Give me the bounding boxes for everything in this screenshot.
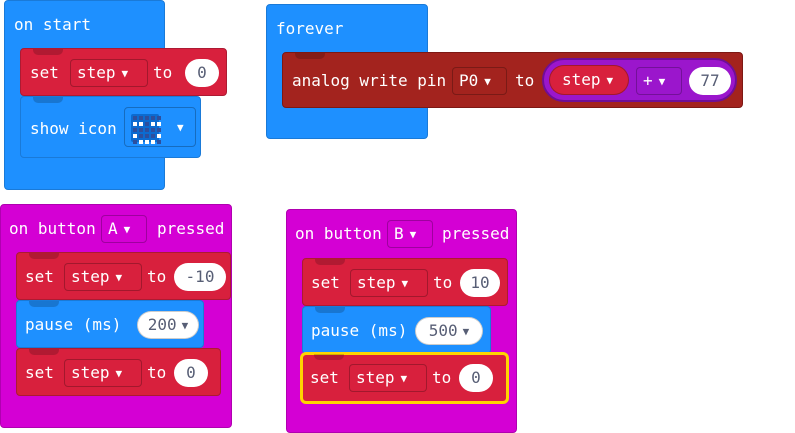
set-variable-block[interactable]: set step ▼ to 0 [16,348,221,396]
value-input[interactable]: 0 [185,59,219,87]
pause-label: pause (ms) [25,315,122,334]
variable-name: step [77,63,116,82]
button-name: A [108,219,118,238]
variable-dropdown[interactable]: step ▼ [349,364,427,392]
chevron-down-icon: ▼ [409,228,417,241]
step-variable-reporter[interactable]: step ▼ [549,65,629,95]
pin-name: P0 [459,71,479,90]
duration-value: 500 [428,321,458,340]
to-keyword: to [432,368,452,387]
pause-block[interactable]: pause (ms) 200 ▼ [16,300,204,348]
pause-duration-dropdown[interactable]: 200 ▼ [137,311,199,339]
variable-dropdown[interactable]: step ▼ [64,359,142,387]
to-keyword: to [433,273,453,292]
variable-name: step [356,368,395,387]
set-keyword: set [25,267,54,286]
forever-label: forever [276,19,344,38]
happy-face-icon [131,114,161,144]
variable-name: step [357,273,396,292]
chevron-down-icon: ▼ [123,223,131,236]
variable-name: step [71,267,110,286]
chevron-down-icon: ▼ [181,319,189,332]
value-input[interactable]: 0 [174,359,208,387]
operator-symbol: + [643,71,653,90]
analog-write-pin-label: analog write pin [292,71,447,90]
button-name: B [394,224,404,243]
math-operation-block[interactable]: step▼ +▼ 77 [542,58,737,102]
to-keyword: to [153,63,173,82]
chevron-down-icon: ▼ [462,325,470,338]
on-start-label: on start [14,15,92,34]
set-keyword: set [25,363,54,382]
variable-dropdown[interactable]: step ▼ [350,269,428,297]
operand-input[interactable]: 77 [689,67,731,95]
chevron-down-icon: ▼ [121,67,129,80]
set-keyword: set [30,63,59,82]
pin-dropdown[interactable]: P0 ▼ [452,67,507,95]
set-variable-block[interactable]: set step ▼ to 0 [20,48,227,96]
show-icon-label: show icon [30,119,117,138]
value-input[interactable]: -10 [174,263,226,291]
pause-block[interactable]: pause (ms) 500 ▼ [302,306,491,354]
operator-dropdown[interactable]: +▼ [636,67,682,95]
to-keyword: to [147,267,167,286]
on-button-label: on button [9,219,96,238]
variable-dropdown[interactable]: step ▼ [70,59,148,87]
pressed-label: pressed [157,219,225,238]
set-keyword: set [311,273,340,292]
on-button-label: on button [295,224,382,243]
chevron-down-icon: ▼ [400,372,408,385]
value-input[interactable]: 0 [459,364,493,392]
to-keyword: to [147,363,167,382]
pressed-label: pressed [442,224,510,243]
chevron-down-icon: ▼ [658,75,666,88]
chevron-down-icon: ▼ [115,367,123,380]
variable-name: step [71,363,110,382]
set-variable-block[interactable]: set step ▼ to 10 [302,258,508,306]
duration-value: 200 [147,315,177,334]
analog-write-pin-block[interactable]: analog write pin P0▼ to step▼ +▼ 77 [282,52,743,108]
pause-duration-dropdown[interactable]: 500 ▼ [415,317,483,345]
variable-name: step [562,70,601,89]
chevron-down-icon: ▼ [401,277,409,290]
button-dropdown[interactable]: A▼ [101,215,147,243]
set-variable-block-selected[interactable]: set step ▼ to 0 [300,352,509,404]
icon-picker-dropdown[interactable]: ▼ [124,107,196,147]
chevron-down-icon: ▼ [177,121,184,134]
to-keyword: to [515,71,535,90]
button-dropdown[interactable]: B▼ [387,220,433,248]
set-variable-block[interactable]: set step ▼ to -10 [16,252,231,300]
chevron-down-icon: ▼ [115,271,123,284]
variable-dropdown[interactable]: step ▼ [64,263,142,291]
pause-label: pause (ms) [311,321,408,340]
show-icon-block[interactable]: show icon ▼ [20,96,201,158]
chevron-down-icon: ▼ [484,75,491,88]
value-input[interactable]: 10 [460,269,500,297]
chevron-down-icon: ▼ [606,74,614,87]
set-keyword: set [310,368,339,387]
